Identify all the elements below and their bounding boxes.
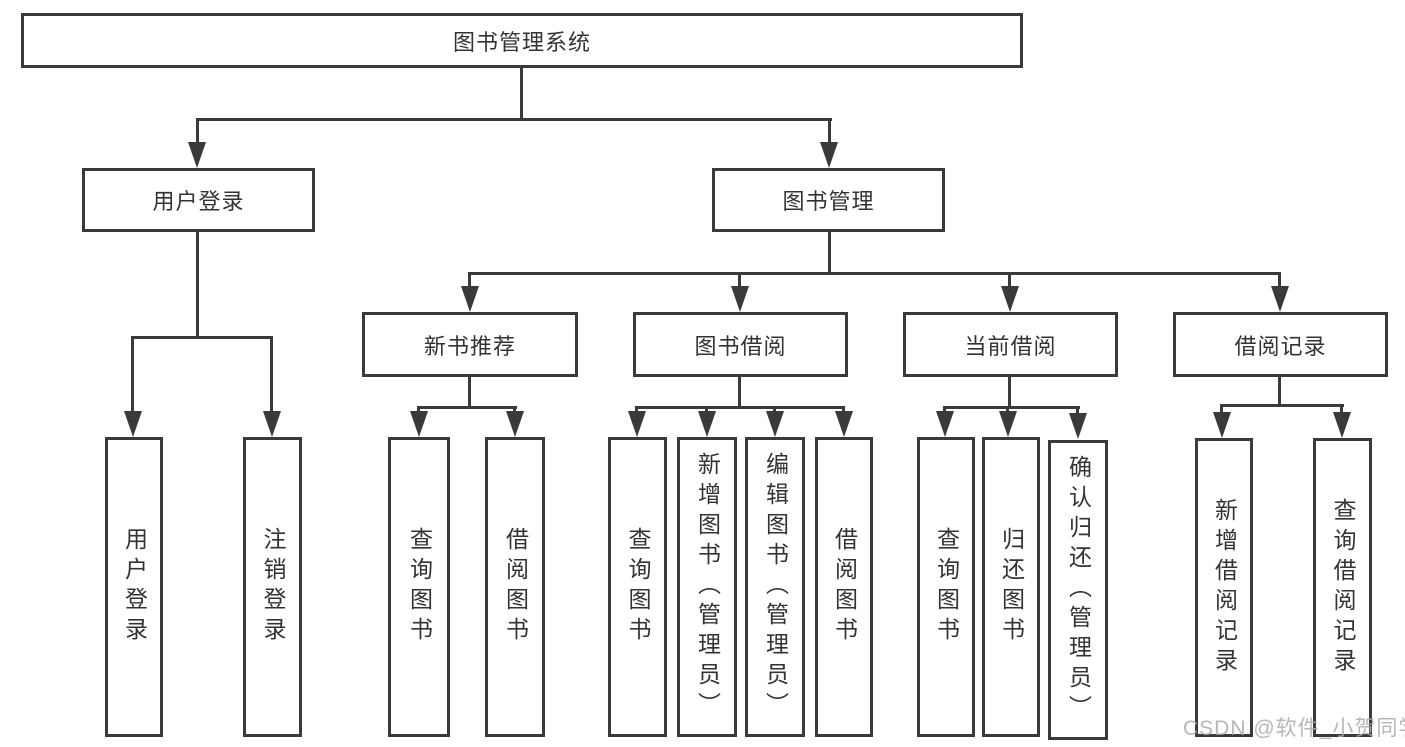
connector-stem-user-login [196,118,199,144]
leaf-logout: 注销登录 [243,437,302,737]
node-book-borrowing: 图书借阅 [633,312,848,377]
connector-current-borrowing-rail [943,406,1080,409]
connector-book-management-rail [468,272,1281,275]
connector-stem-leaf [1340,404,1343,413]
connector-new-book-trunk [468,377,471,409]
connector-new-book-rail [417,406,517,409]
connector-user-login-trunk [196,232,199,339]
connector-stem-leaf [270,336,273,413]
arrowhead-down-icon [628,411,646,437]
node-library-system: 图书管理系统 [21,13,1023,68]
arrowhead-down-icon [999,411,1017,437]
arrowhead-down-icon [835,411,853,437]
leaf-current-query-books: 查询图书 [917,437,975,737]
arrowhead-down-icon [461,286,479,312]
connector-stem-leaf [1006,406,1009,414]
node-borrowing-records: 借阅记录 [1173,312,1388,377]
arrowhead-down-icon [1001,286,1019,312]
connector-current-borrowing-trunk [1008,377,1011,409]
node-book-management: 图书管理 [712,168,945,232]
arrowhead-down-icon [410,411,428,437]
connector-borrowing-records-rail [1220,404,1344,407]
connector-stem-leaf [513,406,516,414]
connector-stem-leaf [773,406,776,414]
leaf-borrowing-edit-books-admin: 编辑图书（管理员） [745,437,805,737]
arrowhead-down-icon [1333,412,1351,438]
connector-stem-leaf [1076,406,1079,414]
connector-root-trunk [520,68,523,118]
leaf-user-login: 用户登录 [105,437,163,737]
connector-stem-leaf [738,272,741,288]
connector-book-borrowing-rail [635,406,845,409]
arrowhead-down-icon [766,411,784,437]
arrowhead-down-icon [1271,286,1289,312]
connector-stem-leaf [1008,272,1011,288]
leaf-records-query-record: 查询借阅记录 [1313,438,1372,737]
connector-stem-leaf [1220,404,1223,413]
node-user-login: 用户登录 [82,168,315,232]
leaf-current-return-books: 归还图书 [982,437,1040,737]
connector-book-management-trunk [828,232,831,275]
arrowhead-down-icon [698,411,716,437]
leaf-newbook-query-books: 查询图书 [388,437,450,737]
arrowhead-down-icon [731,286,749,312]
connector-borrowing-records-trunk [1278,377,1281,407]
connector-root-rail [196,118,832,121]
connector-stem-leaf [417,406,420,414]
csdn-watermark: CSDN @软件_小贺同学 [1183,717,1405,740]
arrowhead-down-icon [820,142,838,168]
connector-stem-leaf [131,336,134,413]
arrowhead-down-icon [188,142,206,168]
connector-stem-leaf [705,406,708,414]
connector-stem-leaf [842,406,845,414]
arrowhead-down-icon [936,411,954,437]
connector-stem-leaf [468,272,471,288]
node-current-borrowing: 当前借阅 [903,312,1118,377]
arrowhead-down-icon [506,411,524,437]
arrowhead-down-icon [124,411,142,437]
connector-stem-leaf [943,406,946,414]
connector-user-login-rail [131,336,273,339]
leaf-current-confirm-return-admin: 确认归还（管理员） [1048,440,1108,740]
leaf-borrowing-borrow-books: 借阅图书 [815,437,873,737]
connector-stem-leaf [635,406,638,414]
connector-stem-book-management [828,118,831,144]
connector-stem-leaf [1278,272,1281,288]
leaf-borrowing-add-books-admin: 新增图书（管理员） [677,437,737,737]
leaf-borrowing-query-books: 查询图书 [608,437,667,737]
leaf-records-add-record: 新增借阅记录 [1195,438,1253,737]
connector-book-borrowing-trunk [738,377,741,409]
leaf-newbook-borrow-books: 借阅图书 [485,437,545,737]
node-new-book-recommend: 新书推荐 [362,312,578,377]
arrowhead-down-icon [1213,412,1231,438]
arrowhead-down-icon [1069,413,1087,439]
arrowhead-down-icon [263,411,281,437]
